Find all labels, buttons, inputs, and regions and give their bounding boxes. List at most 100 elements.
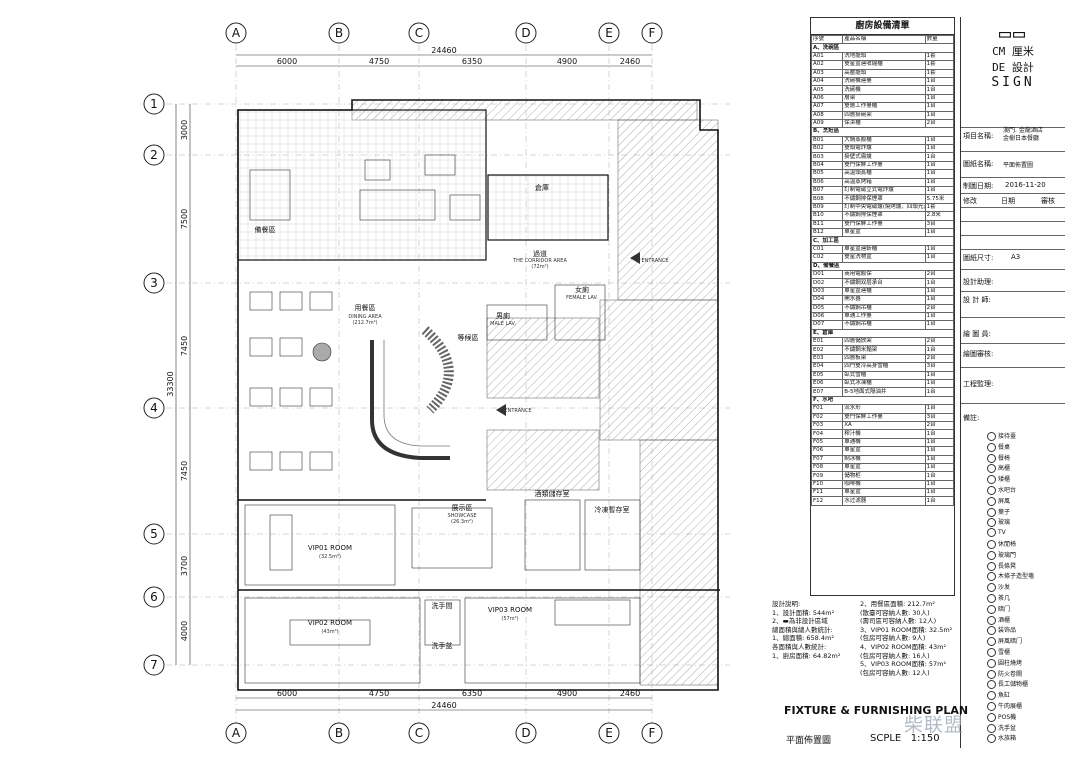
note-line: 各面積與人數統計: — [772, 642, 827, 651]
equipment-cell: F09 — [810, 471, 844, 481]
equipment-cell: B12 — [810, 227, 844, 238]
equipment-cell: 不鏽鋼双层承台 — [842, 278, 926, 288]
svg-text:E: E — [605, 726, 613, 740]
legend-label: 休閒椅 — [998, 541, 1017, 548]
equipment-cell: 1台 — [924, 404, 955, 414]
note-line: 1、總面積: 658.4m² — [772, 634, 834, 643]
equipment-cell: E06 — [810, 378, 844, 389]
logo-mark: ▭▭ — [998, 21, 1028, 45]
left-dimensions: 3000 7500 7450 7450 3700 4000 33300 — [166, 104, 191, 665]
equipment-cell: B03 — [810, 152, 844, 162]
equipment-cell: 1台 — [924, 345, 955, 355]
equipment-cell: 層架 — [842, 93, 926, 104]
equipment-cell: A05 — [810, 85, 844, 95]
non-design-areas — [351, 99, 719, 686]
legend-item: 水吧台 — [987, 485, 1016, 495]
equipment-cell: 1台 — [924, 253, 955, 263]
equipment-cell: E04 — [810, 362, 844, 372]
equipment-cell: 單星盆 — [842, 488, 926, 498]
remark-label: 備註: — [963, 414, 980, 422]
equipment-cell: 雙層工作臺櫃 — [842, 102, 926, 112]
legend-label: 洗手盆 — [998, 724, 1017, 732]
rev-header-review: 審核 — [1041, 197, 1055, 205]
equipment-cell: 不鏽鋼吊櫃 — [842, 320, 926, 330]
legend-item: 暗门 — [987, 604, 1010, 614]
legend-symbol-icon — [987, 561, 996, 571]
svg-text:2460: 2460 — [620, 57, 640, 66]
equipment-cell: 1套 — [924, 60, 955, 70]
legend-label: 長工儲物櫃 — [998, 681, 1029, 689]
equipment-cell: B、烹飪區 — [811, 127, 954, 137]
rev-header-change: 修改 — [963, 197, 977, 205]
note-line: 總面積與總人數統計: — [772, 625, 833, 634]
legend-item: 雪櫃 — [987, 647, 1010, 657]
equipment-cell: 5.75米 — [924, 194, 955, 204]
equipment-cell: 不鏽鋼排保煙罩 — [842, 211, 926, 221]
sushi-bar — [370, 326, 454, 460]
equipment-cell: 數量 — [924, 34, 955, 45]
svg-text:SHOWCASE: SHOWCASE — [447, 513, 476, 519]
cold-store-label: 冷凍暫存室 — [595, 505, 630, 514]
equipment-cell: B04 — [810, 160, 844, 171]
legend-item: 高櫃 — [987, 463, 1011, 474]
note-line: 5、VIP03 ROOM面積: 57m² — [860, 660, 947, 669]
svg-text:(57m²): (57m²) — [501, 616, 518, 622]
legend-symbol-icon — [987, 453, 996, 463]
watermark: 柴联盟 — [904, 714, 965, 736]
equipment-cell: 訂制中央電磁爐(燒烤爐、四頭光波爐、煮面爐、電餅鐺) — [842, 202, 926, 213]
equipment-cell: 單星盆連斬櫃 — [842, 244, 926, 255]
equipment-cell: 四層掛碗架 — [842, 110, 926, 120]
equipment-cell: 1台 — [924, 152, 955, 162]
legend-label: POS機 — [998, 713, 1017, 721]
equipment-cell: A01 — [810, 51, 844, 62]
vip02-label: VIP02 ROOM — [308, 619, 352, 627]
equipment-cell: 雙星盆連收縮櫃 — [842, 60, 926, 70]
equipment-cell: F04 — [810, 429, 844, 439]
drawing-value: 平面佈置圖 — [1003, 162, 1034, 169]
equipment-cell: 四層板架 — [842, 353, 926, 364]
legend-item: 玻璃 — [987, 517, 1010, 528]
equipment-cell: 1台 — [924, 454, 955, 464]
equipment-cell: 1台 — [924, 462, 955, 473]
legend-label: 矮櫃 — [998, 476, 1011, 484]
waiting-label: 等候區 — [458, 333, 479, 342]
designer-label: 設 計 師: — [963, 296, 991, 304]
equipment-cell: D06 — [810, 311, 844, 322]
equipment-cell: 雙星洗物盆 — [842, 253, 926, 263]
svg-text:4900: 4900 — [557, 57, 577, 66]
equipment-cell: 單通工作臺 — [842, 311, 926, 322]
scale-label: SCPLE 1:150 — [870, 733, 940, 744]
equipment-cell: 1台 — [924, 437, 955, 448]
legend-symbol-icon — [987, 680, 996, 690]
legend-item: 玻璃門 — [987, 550, 1016, 560]
note-line: 2、用餐區面積: 212.7m² — [860, 600, 935, 608]
equipment-cell: D07 — [810, 320, 844, 330]
project-value-2: 金樹日本餐廳 — [1003, 135, 1040, 142]
equipment-cell: 保潔櫃 — [842, 118, 926, 129]
equipment-cell: A04 — [810, 76, 844, 87]
equipment-list-title: 廚房設備清單 — [811, 18, 954, 35]
notes-heading: 設計說明: — [772, 600, 801, 608]
legend-symbol-icon — [987, 594, 996, 603]
equipment-cell: F05 — [810, 437, 844, 448]
legend-item: 牛肉展櫃 — [987, 701, 1022, 711]
svg-text:C: C — [415, 26, 423, 40]
equipment-cell: B02 — [810, 144, 844, 154]
legend-label: 高櫃 — [998, 465, 1011, 473]
equipment-cell: 1台 — [924, 320, 955, 330]
svg-text:6000: 6000 — [277, 57, 297, 66]
legend-item: 接待臺 — [987, 431, 1016, 441]
equipment-cell: 1台 — [924, 144, 955, 154]
